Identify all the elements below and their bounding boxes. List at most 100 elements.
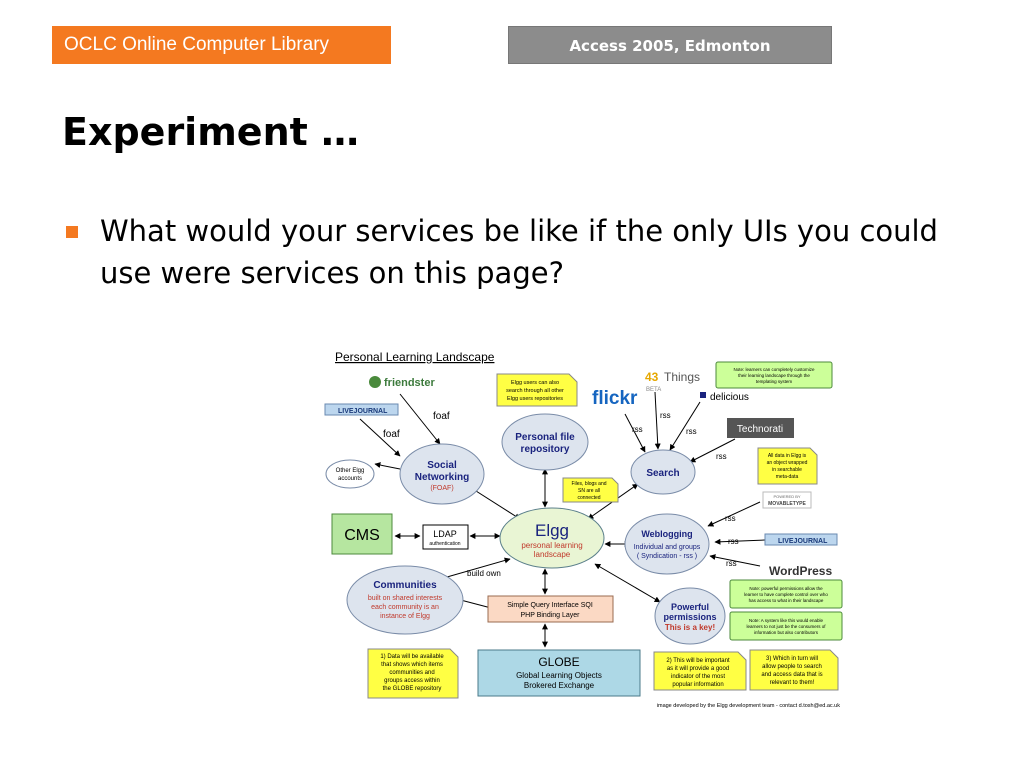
edge-permissions-elgg (594, 563, 661, 603)
oclc-logo-bar: OCLC Online Computer Library Center (52, 26, 391, 93)
note-learners-line-1: Note: learners can completely customize (733, 367, 815, 372)
note-all-data-line-3: in searchable (772, 467, 802, 473)
delicious-label: delicious (710, 392, 749, 403)
note-system-line-3: information but also contributors (754, 630, 819, 635)
note-globe-line-3: communities and (389, 670, 434, 676)
note-files-blogs-line-1: Files, blogs and (571, 481, 606, 487)
note-globe-line-5: the GLOBE repository (383, 686, 442, 692)
43things-number: 43 (645, 370, 659, 384)
bullet-text: What would your services be like if the … (100, 214, 938, 290)
wordpress-logo: WordPress (769, 564, 832, 578)
edge-label-rss-6: rss (728, 537, 739, 546)
note-globe-data: 1) Data will be available that shows whi… (367, 648, 459, 699)
event-banner: Access 2005, Edmonton (508, 26, 832, 64)
note-important: 2) This will be important as it will pro… (653, 651, 747, 691)
elgg-center-node (499, 507, 605, 569)
edge-label-build-own: build own (467, 569, 501, 578)
elgg-sub-2: landscape (534, 550, 571, 559)
filerepo-label-2: repository (521, 444, 570, 455)
edge-label-rss-3: rss (686, 427, 697, 436)
edge-social-other (374, 462, 401, 470)
edge-label-foaf-top: foaf (433, 411, 450, 422)
note-permissions-line-1: Note: powerful permissions allow the (749, 586, 823, 591)
cloud-social-networking: Social Networking (FOAF) (399, 443, 485, 505)
note-files-blogs-line-3: connected (577, 495, 600, 501)
cloud-weblogging: Weblogging Individual and groups ( Syndi… (624, 513, 710, 575)
diagram-credit: image developed by the Elgg development … (657, 703, 840, 709)
cloud-search: Search (630, 449, 696, 495)
permissions-label-1: Powerful (671, 602, 709, 612)
note-all-data-line-4: meta-data (776, 474, 799, 480)
slide-title: Experiment … (62, 110, 360, 154)
note-all-data-line-2: an object wrapped (767, 460, 808, 466)
other-elgg-label-2: accounts (338, 476, 362, 482)
movabletype-label: MOVABLETYPE (768, 501, 806, 507)
note-system: Note: A system like this would enable le… (729, 611, 843, 641)
cms-box: CMS (331, 513, 393, 555)
note-important-line-2: as it will provide a good (667, 666, 729, 672)
note-which: 3) Which in turn will allow people to se… (749, 649, 839, 691)
communities-label-4: instance of Elgg (380, 613, 430, 620)
edge-label-rss-5: rss (725, 514, 736, 523)
query-interface-box: Simple Query Interface SQI PHP Binding L… (487, 595, 614, 623)
query-label-2: PHP Binding Layer (520, 612, 580, 619)
ldap-sub-label: authentication (429, 541, 460, 547)
filerepo-label-1: Personal file (515, 432, 575, 443)
wordpress-label: WordPress (769, 564, 832, 578)
weblog-label-1: Weblogging (641, 529, 692, 539)
note-important-line-4: popular information (672, 682, 723, 688)
delicious-logo: delicious (700, 392, 749, 403)
edge-movabletype-weblog (707, 501, 761, 527)
cms-label: CMS (344, 527, 380, 544)
personal-learning-landscape-diagram: Personal Learning Landscape foaf foaf rs… (324, 350, 843, 709)
technorati-label: Technorati (737, 424, 783, 435)
edge-delicious-search (669, 401, 701, 451)
note-globe-line-4: groups access within (384, 678, 440, 684)
43things-word: Things (664, 370, 700, 384)
note-important-line-1: 2) This will be important (666, 658, 730, 664)
flickr-label: flickr (592, 388, 638, 409)
communities-label-2: built on shared interests (368, 595, 443, 602)
elgg-name: Elgg (535, 521, 569, 540)
note-globe-line-2: that shows which items (381, 662, 443, 668)
edge-livejournal-social (359, 418, 401, 457)
livejournal-right-logo: LIVEJOURNAL (764, 533, 838, 546)
edge-technorati-search (689, 438, 736, 463)
note-all-data: All data in Elgg is an object wrapped in… (757, 447, 818, 485)
flickr-logo: flickr BETA (592, 387, 661, 409)
communities-label-1: Communities (373, 580, 437, 591)
ldap-box: LDAP authentication (422, 524, 469, 550)
note-files-blogs-line-2: SN are all (578, 488, 600, 494)
query-label-1: Simple Query Interface SQI (507, 602, 593, 609)
livejournal-left-label: LIVEJOURNAL (338, 408, 388, 415)
cloud-communities: Communities built on shared interests ea… (346, 565, 464, 635)
edge-label-rss-4: rss (716, 452, 727, 461)
permissions-label-3: This is a key! (665, 623, 715, 632)
livejournal-left-logo: LIVEJOURNAL (324, 403, 399, 416)
movabletype-logo: POWERED BY MOVABLETYPE (762, 491, 812, 509)
edge-label-rss-7: rss (726, 559, 737, 568)
note-system-line-2: learners to not just be the consumers of (746, 624, 826, 629)
note-elgg-users-line-2: search through all other (506, 388, 564, 394)
globe-label-1: GLOBE (538, 655, 579, 669)
ldap-label: LDAP (433, 529, 457, 539)
globe-label-3: Brokered Exchange (524, 681, 595, 690)
note-important-line-3: indicator of the most (671, 674, 725, 680)
globe-box: GLOBE Global Learning Objects Brokered E… (477, 649, 641, 697)
search-label: Search (646, 468, 679, 479)
technorati-logo: Technorati (727, 418, 794, 438)
permissions-label-2: permissions (663, 612, 716, 622)
globe-label-2: Global Learning Objects (516, 671, 602, 680)
note-permissions-line-2: learner to have complete control over wh… (744, 592, 828, 597)
other-elgg-label-1: Other Elgg (336, 468, 365, 474)
note-system-line-1: Note: A system like this would enable (749, 618, 824, 623)
note-elgg-users: Elgg users can also search through all o… (496, 373, 578, 407)
social-label-3: (FOAF) (430, 485, 453, 492)
edge-flickr-search (624, 413, 646, 453)
communities-label-3: each community is an (371, 604, 439, 611)
note-which-line-4: relevant to them! (770, 680, 815, 686)
flickr-beta-label: BETA (646, 387, 661, 393)
social-label-2: Networking (415, 472, 469, 483)
edge-43things-search (654, 391, 661, 450)
note-learners-customize: Note: learners can completely customize … (715, 361, 833, 389)
